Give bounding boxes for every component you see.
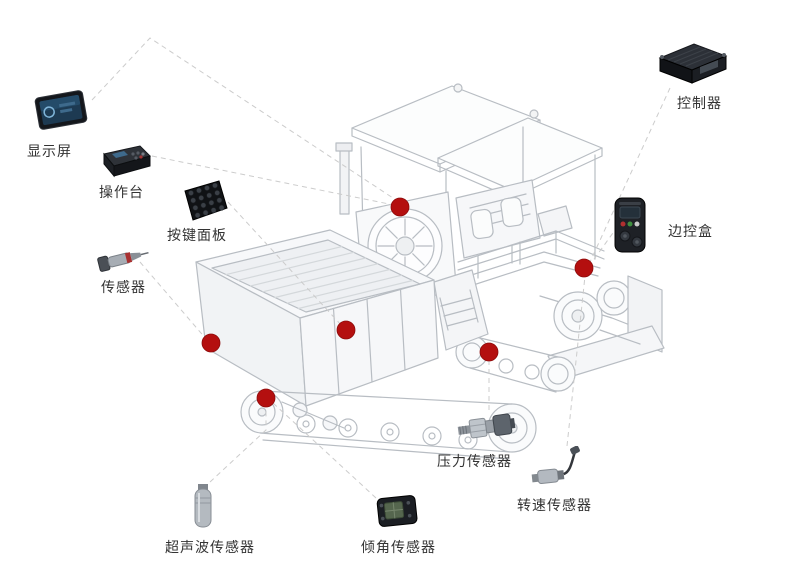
speed-sensor-label: 转速传感器: [517, 497, 592, 513]
location-markers: [201, 197, 594, 408]
connector-sensor: [139, 261, 208, 341]
connector-display: [91, 37, 397, 201]
beacon-light-icon: [529, 109, 539, 119]
connector-ultrasonic: [209, 404, 267, 483]
marker-dot-3: [336, 320, 356, 340]
connector-sidebox: [591, 225, 619, 263]
controller-label: 控制器: [677, 95, 722, 111]
operator-console-icon: [100, 142, 152, 178]
connector-keypad: [227, 201, 343, 327]
pressure-sensor-icon: [456, 410, 516, 444]
ultrasonic-sensor-icon: [190, 482, 216, 532]
beacon-light-icon: [453, 83, 463, 93]
display-screen-icon: [34, 88, 88, 132]
connector-lines: [91, 37, 671, 499]
marker-dot-4: [201, 333, 221, 353]
ultrasonic-sensor-label: 超声波传感器: [165, 539, 255, 555]
controller-ecu-icon: [654, 36, 730, 86]
keypad-label: 按键面板: [167, 227, 227, 243]
keypad-panel-icon: [178, 180, 228, 224]
pressure-sensor-label: 压力传感器: [437, 453, 512, 469]
marker-dot-2: [574, 258, 594, 278]
marker-dot-1: [390, 197, 410, 217]
tilt-sensor-label: 倾角传感器: [361, 539, 436, 555]
connector-tilt: [272, 402, 377, 499]
sensor-icon: [96, 242, 150, 274]
console-label: 操作台: [99, 184, 144, 200]
fan-icon: [377, 218, 433, 274]
side-control-box-label: 边控盒: [668, 223, 713, 239]
connector-speed: [566, 275, 586, 447]
marker-dot-6: [479, 342, 499, 362]
connector-controller: [589, 87, 671, 263]
tilt-sensor-icon: [374, 490, 420, 530]
side-control-box-icon: [606, 196, 654, 256]
marker-dot-5: [256, 388, 276, 408]
speed-sensor-icon: [528, 445, 582, 488]
paver-machine-illustration: [195, 83, 665, 460]
hopper-conveyor-slats: [225, 246, 414, 310]
sensor-label: 传感器: [101, 279, 146, 295]
display-label: 显示屏: [27, 143, 72, 159]
